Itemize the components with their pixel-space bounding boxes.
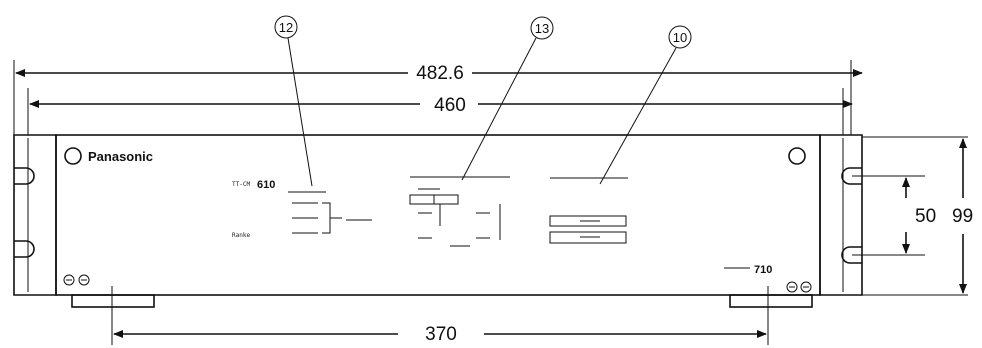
callout-10: 10: [599, 25, 692, 185]
dimension-panel-width: 460: [29, 95, 853, 116]
dimension-slot-spacing: 50: [902, 177, 936, 254]
dimension-label-482: 482.6: [416, 63, 464, 84]
left-mount-hole-icon: [64, 147, 82, 165]
small-label-left: Ranke: [232, 232, 250, 239]
right-screws: [786, 281, 812, 293]
dimension-label-99: 99: [952, 206, 973, 227]
callout-13: 13: [461, 16, 554, 181]
dimension-foot-spacing: 370: [113, 324, 767, 345]
right-lower-slot: [841, 246, 862, 264]
dimension-overall-width: 482.6: [15, 63, 863, 84]
left-screws: [63, 274, 90, 286]
callout-number-12: 12: [279, 20, 293, 35]
display-window-upper: [549, 215, 627, 227]
front-panel: [55, 134, 821, 296]
dimension-label-50: 50: [915, 206, 936, 227]
rack-unit-body: [13, 134, 863, 308]
brand-logo: Panasonic: [88, 149, 153, 164]
dimension-height: 99: [952, 138, 973, 294]
display-window-lower: [549, 231, 627, 244]
callout-number-13: 13: [535, 21, 549, 36]
right-upper-slot: [841, 167, 862, 185]
model-prefix-label: TT-CM: [232, 181, 250, 188]
badge-label: 710: [754, 264, 772, 276]
model-number-label: 610: [257, 179, 275, 191]
left-upper-slot: [14, 167, 35, 185]
right-rack-ear: [819, 134, 863, 296]
dimension-label-460: 460: [434, 95, 466, 116]
left-foot: [71, 294, 155, 308]
control-label-area: TT-CM 610 Ranke 710: [232, 176, 772, 276]
callout-12: 12: [274, 15, 313, 187]
left-rack-ear: [13, 134, 57, 296]
right-mount-hole-icon: [788, 147, 806, 165]
dimension-label-370: 370: [425, 324, 457, 345]
right-foot: [729, 294, 813, 308]
callout-number-10: 10: [673, 30, 687, 45]
left-lower-slot: [14, 240, 35, 258]
